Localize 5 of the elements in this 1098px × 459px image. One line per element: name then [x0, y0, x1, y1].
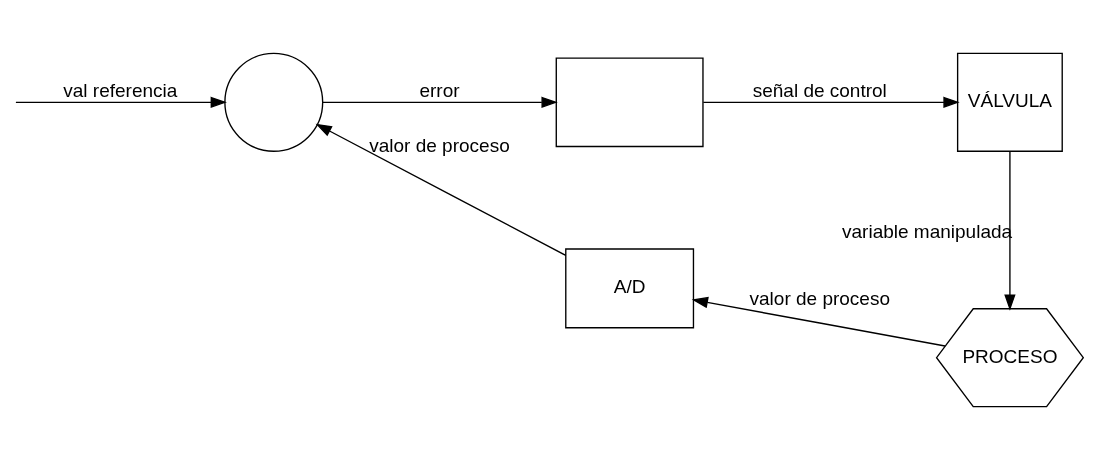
edge-label: valor de proceso	[369, 134, 510, 155]
edge-label: valor de proceso	[749, 287, 891, 309]
edge-label: val referencia	[63, 79, 178, 101]
edge-label: error	[419, 79, 460, 101]
edge-label: señal de control	[752, 79, 887, 101]
